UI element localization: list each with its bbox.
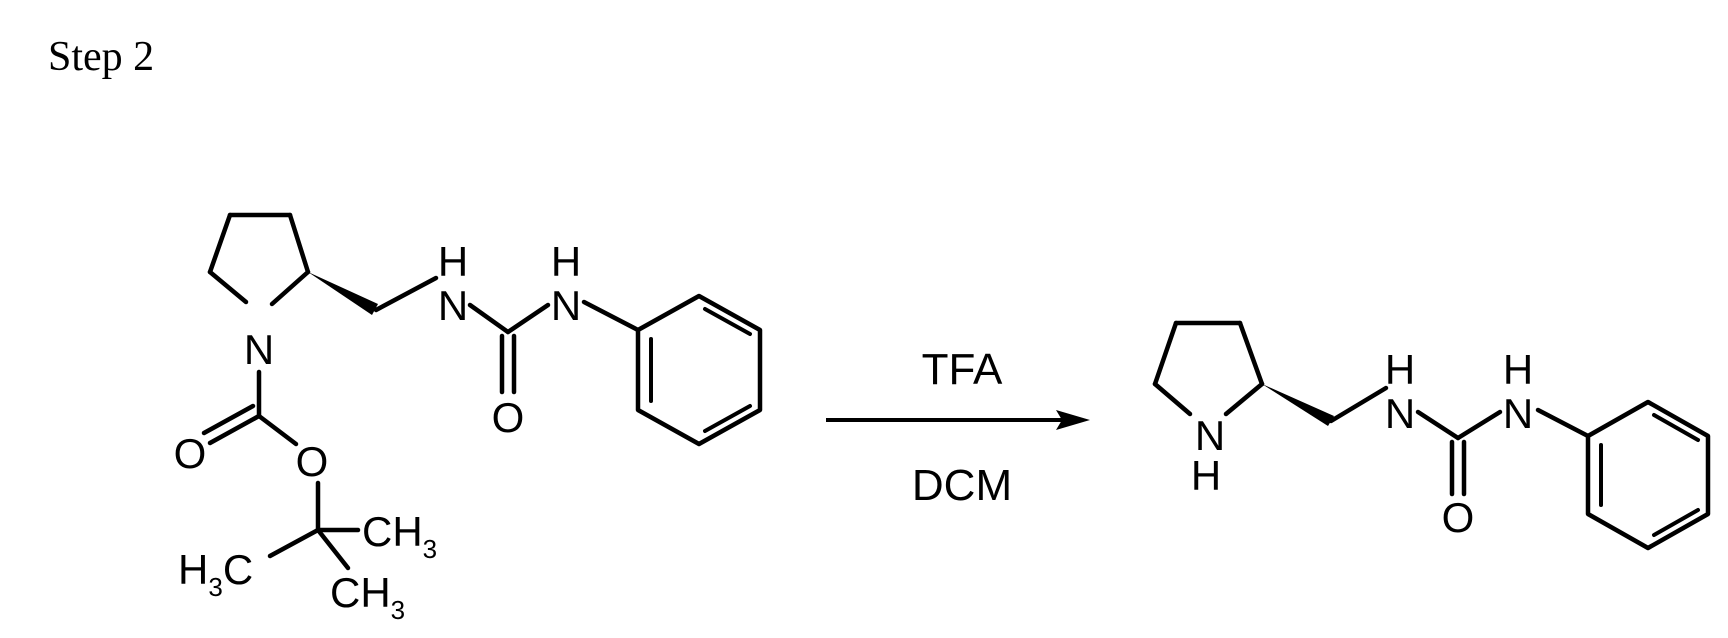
reactant-pyrrolidine-ring bbox=[210, 215, 308, 304]
reactant-carbamate-o-bond bbox=[259, 416, 296, 444]
reactant-carbamate-co-bond-1 bbox=[210, 416, 259, 443]
product-nh-c-bond bbox=[1418, 412, 1458, 438]
product-nh2-nitrogen: N bbox=[1503, 390, 1533, 437]
reactant-methyl-bottom: CH3 bbox=[330, 569, 405, 625]
reactant-ch2-nh-bond bbox=[376, 278, 436, 310]
product-urea-oxygen: O bbox=[1442, 494, 1475, 541]
reactant-tbu-ch3-left-bond bbox=[270, 530, 318, 556]
reactant-nh2-nitrogen: N bbox=[551, 282, 581, 329]
reactant-urea-oxygen: O bbox=[492, 394, 525, 441]
reactant-carbamate-co-bond-2 bbox=[204, 406, 253, 433]
reagent-above-arrow: TFA bbox=[922, 345, 1003, 394]
reactant-carbonyl-oxygen: O bbox=[174, 430, 207, 477]
reactant-nh1-nitrogen: N bbox=[438, 282, 468, 329]
reactant-nh-c-bond bbox=[470, 305, 508, 332]
reactant-nh-phenyl-bond bbox=[584, 302, 638, 330]
product-ch2-nh-bond bbox=[1331, 388, 1386, 421]
product-wedge-bond bbox=[1262, 384, 1334, 426]
product-nh1-nitrogen: N bbox=[1385, 390, 1415, 437]
reactant-methyl-left: H3C bbox=[178, 546, 253, 602]
reactant-ring-nitrogen: N bbox=[244, 326, 274, 373]
reactant-nh1-hydrogen: H bbox=[438, 238, 468, 285]
reactant-c-nh-bond bbox=[508, 305, 548, 332]
product-nh-phenyl-bond bbox=[1538, 410, 1588, 436]
reactant-molecule: N H N H N O O O CH3 H3C CH3 bbox=[174, 215, 760, 625]
product-pyrrolidine-ring bbox=[1155, 323, 1262, 414]
product-c-nh-bond bbox=[1458, 412, 1500, 438]
product-nh1-hydrogen: H bbox=[1385, 346, 1415, 393]
product-ring-hydrogen: H bbox=[1191, 452, 1221, 499]
reactant-ester-oxygen: O bbox=[296, 438, 329, 485]
reactant-nh2-hydrogen: H bbox=[551, 238, 581, 285]
reagent-below-arrow: DCM bbox=[912, 461, 1012, 510]
reactant-phenyl-ring bbox=[638, 296, 760, 444]
product-phenyl-ring bbox=[1588, 402, 1708, 548]
product-nh2-hydrogen: H bbox=[1503, 346, 1533, 393]
reaction-arrow-group: TFA DCM bbox=[826, 345, 1090, 510]
reactant-wedge-bond bbox=[308, 272, 378, 315]
reactant-methyl-right: CH3 bbox=[362, 508, 437, 564]
product-molecule: N H H N H N O bbox=[1155, 323, 1708, 548]
reactant-tbu-ch3-bottom-bond bbox=[318, 530, 348, 568]
